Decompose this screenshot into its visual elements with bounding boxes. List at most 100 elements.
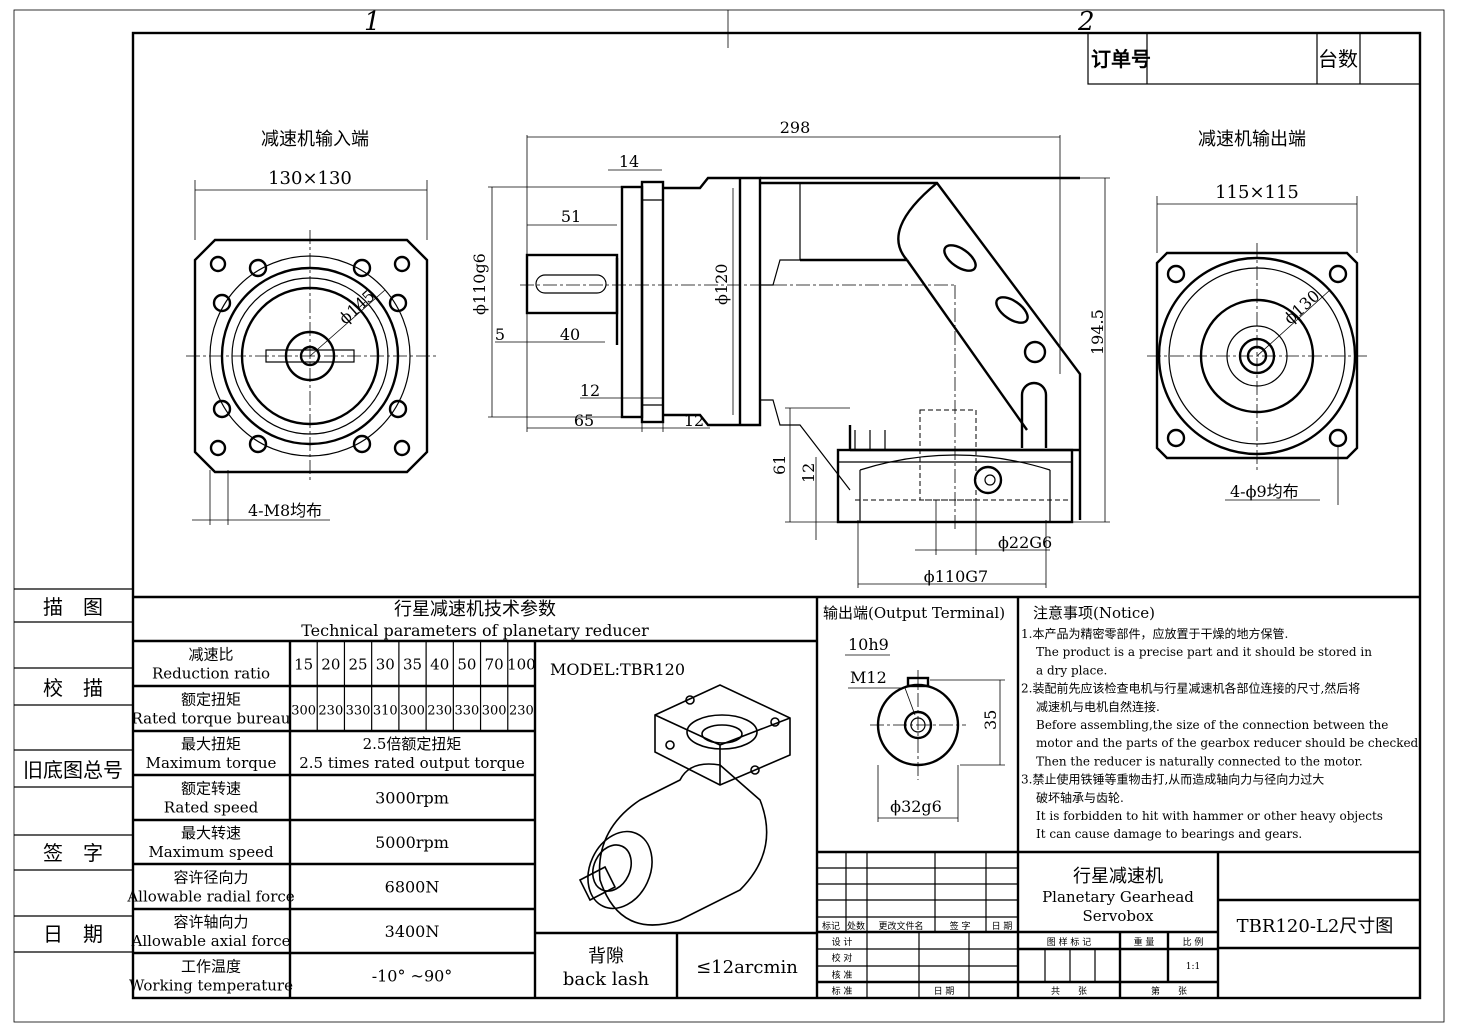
strip-check-trace: 校 描 xyxy=(43,676,103,700)
param-value-cell: 30 xyxy=(376,656,395,674)
param-value-cn: 2.5倍额定扭矩 xyxy=(363,735,462,753)
param-name-cn: 额定转速 xyxy=(181,780,241,798)
zone-1: 1 xyxy=(364,7,381,37)
param-value-cell: 230 xyxy=(427,704,452,719)
rev-header-mark: 标记 xyxy=(822,920,840,932)
product-name-en: Planetary Gearhead xyxy=(1042,888,1194,906)
notice-line: 减速机与电机自然连接. xyxy=(1036,699,1160,714)
param-name-en: Allowable axial force xyxy=(130,932,290,950)
notice-line: 3.禁止使用铁锤等重物击打,从而造成轴向力与径向力过大 xyxy=(1021,772,1324,787)
param-name-en: Working temperature xyxy=(129,977,293,995)
param-name-cn: 最大扭矩 xyxy=(181,735,241,753)
param-value-cell: 25 xyxy=(349,656,368,674)
model-label: MODEL:TBR120 xyxy=(550,660,685,679)
sheet-number-label: 第 张 xyxy=(1151,985,1187,997)
dim-height: 194.5 xyxy=(1088,309,1107,355)
dim-12-base: 12 xyxy=(799,463,818,483)
dim-61: 61 xyxy=(770,455,789,475)
inner-frame xyxy=(131,31,1422,1000)
strip-date: 日 期 xyxy=(43,922,103,946)
drawing-mark-label: 图 样 标 记 xyxy=(1047,936,1092,948)
dim-shaft-diameter: ϕ110g6 xyxy=(470,253,489,315)
output-view-title: 减速机输出端 xyxy=(1198,129,1306,150)
scale-label: 比 例 xyxy=(1183,936,1204,948)
rev-header-date: 日 期 xyxy=(992,921,1013,932)
notice-line: It can cause damage to bearings and gear… xyxy=(1036,827,1302,841)
param-name-en: Maximum speed xyxy=(148,843,273,861)
param-name-cn: 额定扭矩 xyxy=(181,691,241,709)
param-name-cn: 工作温度 xyxy=(181,958,241,976)
notice-line: 1.本产品为精密零部件，应放置于干燥的地方保管. xyxy=(1021,626,1288,641)
zone-2: 2 xyxy=(1077,7,1095,37)
notice-title: 注意事项(Notice) xyxy=(1033,604,1155,622)
param-name-cn: 容许轴向力 xyxy=(173,913,248,931)
dim-12-body: 12 xyxy=(684,411,704,430)
param-name-cn: 减速比 xyxy=(188,646,233,664)
param-name-en: Rated speed xyxy=(164,799,259,817)
drawing-title: TBR120-L2尺寸图 xyxy=(1237,916,1394,937)
side-strip: 描 图 校 描 旧底图总号 签 字 日 期 xyxy=(14,588,133,953)
dim-65: 65 xyxy=(574,411,594,430)
notice-line: a dry place. xyxy=(1036,663,1107,677)
param-name-en: Rated torque bureau xyxy=(132,710,291,728)
product-name-en-2: Servobox xyxy=(1083,907,1154,925)
output-terminal-panel: 输出端(Output Terminal) 10h9 M12 35 ϕ32g6 xyxy=(823,604,1005,822)
output-dia-label: ϕ32g6 xyxy=(890,797,942,816)
param-value: 2.5 times rated output torque xyxy=(299,754,525,772)
output-height-label: 35 xyxy=(981,710,1000,730)
param-value: 5000rpm xyxy=(375,833,449,852)
strip-signature: 签 字 xyxy=(43,841,103,865)
notice-line: motor and the parts of the gearbox reduc… xyxy=(1036,736,1422,750)
notice-line: 破坏轴承与齿轮. xyxy=(1036,790,1124,805)
param-value-cell: 230 xyxy=(509,704,534,719)
param-value-cell: 300 xyxy=(291,704,316,719)
param-name-en: Reduction ratio xyxy=(152,665,270,683)
input-view-title: 减速机输入端 xyxy=(261,129,369,150)
title-block: 标记 处数 更改文件名 签 字 日 期 设 计 校 对 核 准 标 准 日 期 … xyxy=(817,852,1420,998)
dim-bore: ϕ22G6 xyxy=(998,533,1052,552)
strip-old-drawing-no: 旧底图总号 xyxy=(23,758,123,782)
input-holes-label: 4-M8均布 xyxy=(248,501,322,520)
side-view: 298 14 51 ϕ110g6 5 40 ϕ120 12 65 12 194.… xyxy=(470,118,1110,588)
param-name-en: Maximum torque xyxy=(146,754,277,772)
rev-header-count: 处数 xyxy=(847,920,865,932)
param-value-cell: 35 xyxy=(403,656,422,674)
backlash-label-cn: 背隙 xyxy=(588,946,624,967)
rev-header-file: 更改文件名 xyxy=(878,920,923,932)
notice-line: Then the reducer is naturally connected … xyxy=(1036,754,1363,768)
param-value-cell: 330 xyxy=(346,704,371,719)
role-check: 校 对 xyxy=(832,952,853,964)
scale-value: 1:1 xyxy=(1186,962,1200,972)
order-box: 订单号 台数 xyxy=(1087,32,1421,85)
dim-body-diameter: ϕ120 xyxy=(712,264,731,305)
role-design: 设 计 xyxy=(832,936,853,948)
input-flange-size: 130×130 xyxy=(268,168,352,189)
tech-parameters-table: 行星减速机技术参数 Technical parameters of planet… xyxy=(126,599,817,998)
param-value: 3400N xyxy=(385,922,440,941)
input-end-view: 减速机输入端 130×130 ϕ145 4-M8均布 xyxy=(186,129,436,525)
param-value-cell: 40 xyxy=(430,656,449,674)
param-value-cell: 100 xyxy=(507,656,536,674)
notice-line: The product is a precise part and it sho… xyxy=(1036,645,1372,659)
dim-40: 40 xyxy=(560,325,580,344)
backlash-value: ≤12arcmin xyxy=(696,957,798,978)
param-value: 3000rpm xyxy=(375,789,449,808)
outer-border xyxy=(13,9,1445,1023)
order-number-label: 订单号 xyxy=(1091,47,1151,71)
param-name-cn: 最大转速 xyxy=(181,824,241,842)
total-sheets-label: 共 张 xyxy=(1051,986,1087,997)
role-standard: 标 准 xyxy=(832,985,853,997)
param-name-cn: 容许径向力 xyxy=(173,869,248,887)
dim-overall-length: 298 xyxy=(780,118,811,137)
product-name-cn: 行星减速机 xyxy=(1073,866,1163,887)
param-value: -10° ~90° xyxy=(372,967,453,986)
notice-line: Before assembling,the size of the connec… xyxy=(1036,718,1388,732)
param-value-cell: 70 xyxy=(485,656,504,674)
param-value-cell: 330 xyxy=(455,704,480,719)
output-end-view: 减速机输出端 115×115 ϕ130 4-ϕ9均布 xyxy=(1147,129,1367,505)
table-title-cn: 行星减速机技术参数 xyxy=(394,599,556,620)
param-value: 6800N xyxy=(385,878,440,897)
dim-spigot: ϕ110G7 xyxy=(924,567,988,586)
dim-12-flange: 12 xyxy=(580,381,600,400)
dim-14: 14 xyxy=(619,152,639,171)
